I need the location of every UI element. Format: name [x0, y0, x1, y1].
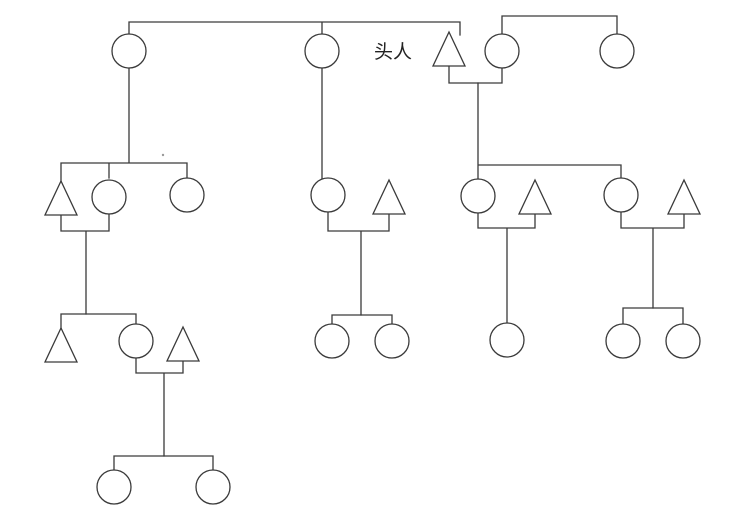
male-triangle-g2-right-b: [666, 178, 702, 215]
female-circle-g4-b: [195, 469, 231, 505]
male-triangle-g3-left: [43, 326, 79, 363]
head-marriage-line: [448, 65, 503, 84]
female-circle-g3-middle-a: [314, 323, 350, 359]
female-circle-g3-right-b: [605, 323, 641, 359]
female-circle-g2-left-sibling: [169, 177, 205, 213]
middle-marriage-line: [327, 211, 390, 316]
connector-lines: [60, 15, 685, 471]
right-first-marriage-line: [477, 211, 536, 324]
female-circle-g3-middle-b: [374, 323, 410, 359]
female-circle-g3-right-a: [489, 322, 525, 358]
left-third-sibling-line: [60, 313, 137, 331]
middle-children-line: [331, 314, 393, 325]
left-marriage-line: [60, 214, 110, 315]
female-circle-g3-left: [118, 323, 154, 359]
female-circle-g2-right-b: [603, 177, 639, 213]
head-descent-line: [477, 82, 622, 181]
fourth-gen-sibling-line: [113, 455, 214, 471]
male-triangle-head: [431, 30, 467, 67]
female-circle-g2-middle: [310, 177, 346, 213]
female-circle-g3-right-c: [665, 323, 701, 359]
female-circle-g4-a: [96, 469, 132, 505]
right-second-marriage-line: [620, 211, 685, 309]
left-descent-line: [60, 67, 188, 186]
left-third-marriage-line: [135, 357, 184, 457]
head-label: 头人: [374, 41, 412, 63]
male-triangle-g2-right-a: [517, 178, 553, 215]
female-circle-g1-middle: [304, 33, 340, 69]
speck-dot: [161, 153, 165, 157]
male-triangle-g3-left-husband: [165, 325, 201, 362]
female-circle-g2-left-wife: [91, 179, 127, 215]
top-sibling-line: [128, 21, 461, 36]
top-right-sibling-line: [501, 15, 618, 36]
female-circle-g1-left: [111, 33, 147, 69]
male-triangle-g2-middle: [371, 178, 407, 215]
right-children-line: [622, 307, 684, 325]
female-circle-g1-right: [599, 33, 635, 69]
female-circle-g2-right-a: [460, 178, 496, 214]
female-circle-head-wife: [484, 33, 520, 69]
male-triangle-g2-left: [43, 179, 79, 216]
